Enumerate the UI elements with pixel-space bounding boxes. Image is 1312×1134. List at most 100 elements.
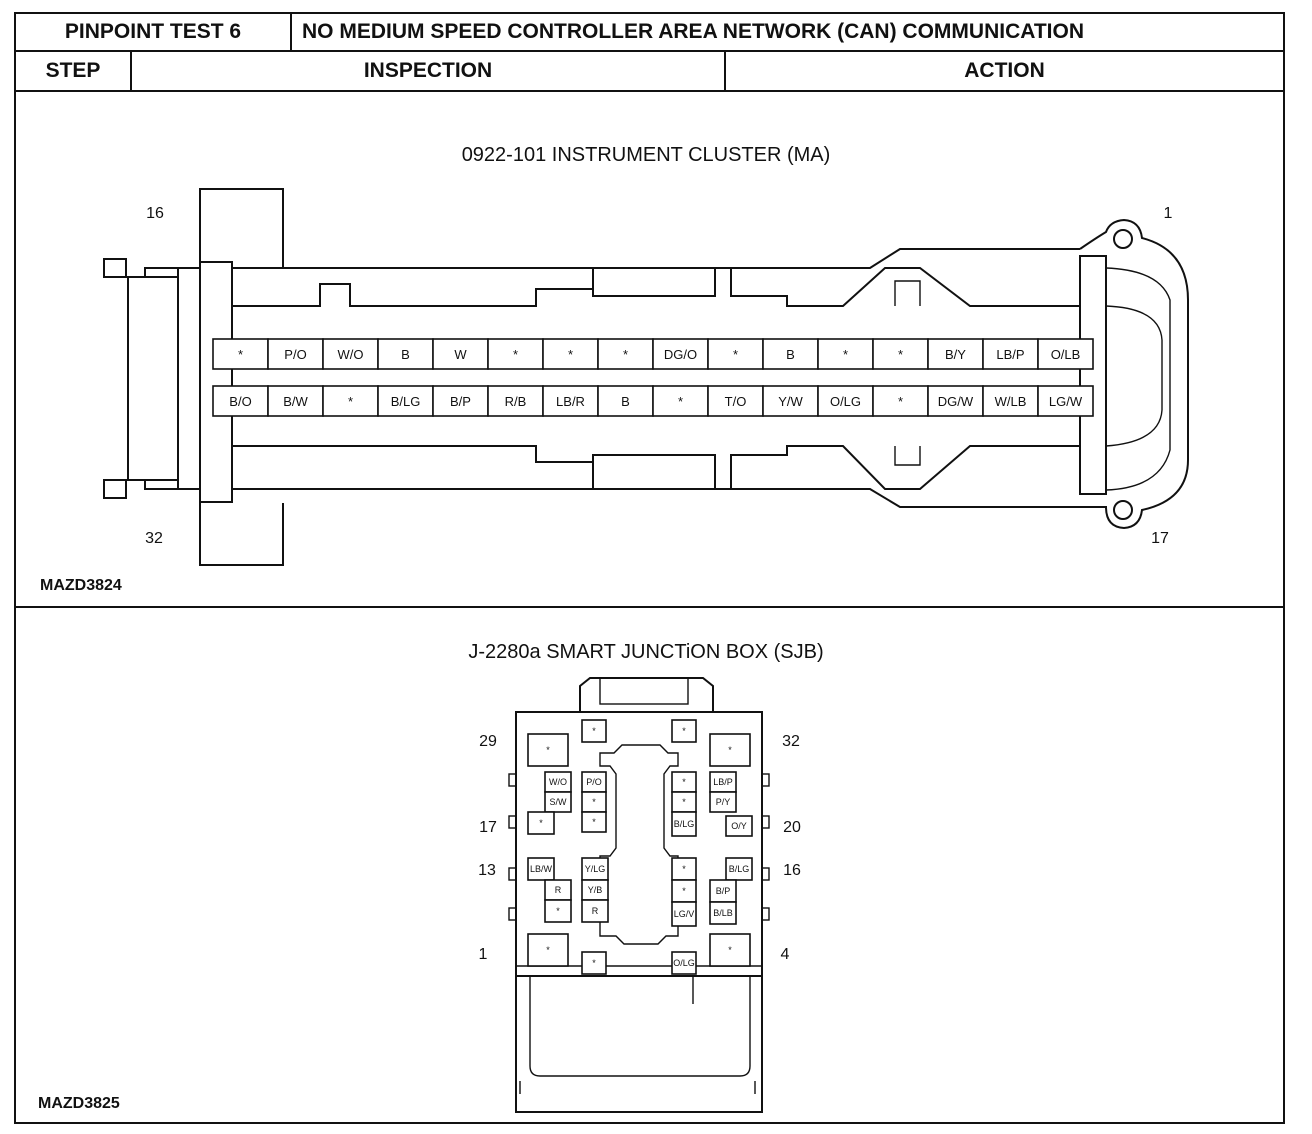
sjb-pin-label: O/Y [731, 821, 747, 831]
sjb-pin-label: B/LG [674, 819, 695, 829]
cluster-pin-cell [487, 385, 544, 417]
header-rule-2 [16, 90, 1283, 92]
cluster-pin-cell [707, 338, 764, 370]
sjb-pin-label: * [682, 886, 686, 896]
cluster-pin-cell [597, 338, 654, 370]
cluster-pin-cell [1037, 338, 1094, 370]
sjb-pin-label: P/Y [716, 797, 731, 807]
sjb-pin-label: P/O [586, 777, 602, 787]
sjb-label-32: 32 [782, 733, 800, 750]
sjb-pin-label: R [592, 906, 599, 916]
left-latch [103, 258, 200, 499]
test-title: NO MEDIUM SPEED CONTROLLER AREA NETWORK … [302, 20, 1085, 43]
page-frame [14, 12, 1285, 1124]
cluster-pin-label: P/O [284, 347, 306, 362]
sjb-pin-cell [581, 811, 607, 833]
sjb-pin-label: * [592, 797, 596, 807]
sjb-pin-label: * [546, 945, 550, 955]
sjb-pin-cell [671, 719, 697, 743]
cluster-pin-label: * [898, 347, 903, 362]
sjb-pin-cell [527, 811, 555, 835]
sjb-pin-label: * [682, 726, 686, 736]
sjb-pin-cell [709, 791, 737, 813]
sjb-label-20: 20 [783, 819, 801, 836]
cluster-pin-cell [707, 385, 764, 417]
sjb-pin-cell [709, 933, 751, 967]
sjb-pin-label: B/P [716, 886, 731, 896]
sjb-pin-label: * [546, 745, 550, 755]
cluster-pin-cell [377, 338, 434, 370]
cluster-pin-label: * [348, 394, 353, 409]
pin-label-1: 1 [1164, 205, 1173, 222]
cluster-pin-cell [762, 385, 819, 417]
cluster-pin-cell [762, 338, 819, 370]
cluster-pin-label: W [454, 347, 467, 362]
cluster-pin-cell [377, 385, 434, 417]
cluster-pin-label: Y/W [778, 394, 803, 409]
cluster-pin-cell [817, 385, 874, 417]
sjb-pin-label: LB/W [530, 864, 553, 874]
sjb-pin-label: LG/V [674, 909, 695, 919]
header-divider-1 [290, 14, 292, 52]
cluster-pin-label: B/P [450, 394, 471, 409]
cluster-pin-label: B/W [283, 394, 308, 409]
sjb-pin-label: * [556, 906, 560, 916]
right-mount [1079, 218, 1189, 530]
cluster-pin-label: B/LG [391, 394, 421, 409]
cluster-pin-label: B [786, 347, 795, 362]
cluster-pin-label: DG/O [664, 347, 697, 362]
sjb-pin-label: * [682, 864, 686, 874]
sjb-pin-cell [671, 811, 697, 837]
left-tab [199, 188, 284, 566]
col-step: STEP [45, 59, 101, 82]
section-divider [16, 606, 1283, 608]
cluster-pin-label: O/LB [1051, 347, 1081, 362]
cluster-pin-label: * [678, 394, 683, 409]
header-rule-1 [16, 50, 1283, 52]
sjb-pin-cell [725, 857, 753, 881]
cluster-pin-label: R/B [505, 394, 527, 409]
cluster-pin-label: * [623, 347, 628, 362]
sjb-pin-label: * [728, 945, 732, 955]
sjb-title: J-2280a SMART JUNCTiON BOX (SJB) [468, 641, 823, 663]
sjb-label-16: 16 [783, 862, 801, 879]
col-inspection: INSPECTION [363, 59, 493, 82]
sjb-pin-cell [709, 733, 751, 767]
sjb-pin-cell [527, 733, 569, 767]
sjb-label-13: 13 [478, 862, 496, 879]
header-divider-3 [724, 52, 726, 90]
sjb-pin-cell [725, 815, 753, 837]
cluster-pin-label: B/Y [945, 347, 966, 362]
sjb-label-17: 17 [479, 819, 497, 836]
smart-junction-box-diagram: J-2280a SMART JUNCTiON BOX (SJB) 29 32 1… [38, 641, 824, 1113]
sjb-pin-cell [527, 857, 555, 881]
sjb-pin-cell [544, 899, 572, 923]
cluster-ref-code: MAZD3824 [40, 577, 122, 594]
sjb-pin-label: * [592, 958, 596, 968]
sjb-pin-cell [671, 901, 697, 927]
pin-label-17: 17 [1151, 530, 1169, 547]
cluster-pin-cell [652, 385, 709, 417]
sjb-pin-label: O/LG [673, 958, 695, 968]
sjb-pin-label: S/W [550, 797, 568, 807]
sjb-pin-label: Y/LG [585, 864, 606, 874]
sjb-pin-cell [581, 951, 607, 975]
sjb-pin-label: * [682, 777, 686, 787]
instrument-cluster-diagram: 0922-101 INSTRUMENT CLUSTER (MA) 16 1 32… [40, 144, 1189, 594]
sjb-pin-cell [709, 901, 737, 925]
cluster-pin-cell [267, 338, 324, 370]
sjb-pin-label: * [592, 726, 596, 736]
cluster-pin-label: * [733, 347, 738, 362]
cluster-pin-cell [542, 385, 599, 417]
cluster-pin-label: * [898, 394, 903, 409]
sjb-housing [508, 677, 770, 1113]
cluster-pin-cell [212, 338, 269, 370]
header-divider-2 [130, 52, 132, 90]
sjb-pin-label: B/LG [729, 864, 750, 874]
sjb-pin-cell [544, 791, 572, 813]
connector-body [199, 248, 1107, 508]
sjb-pin-label: W/O [549, 777, 567, 787]
cluster-pin-label: O/LG [830, 394, 861, 409]
